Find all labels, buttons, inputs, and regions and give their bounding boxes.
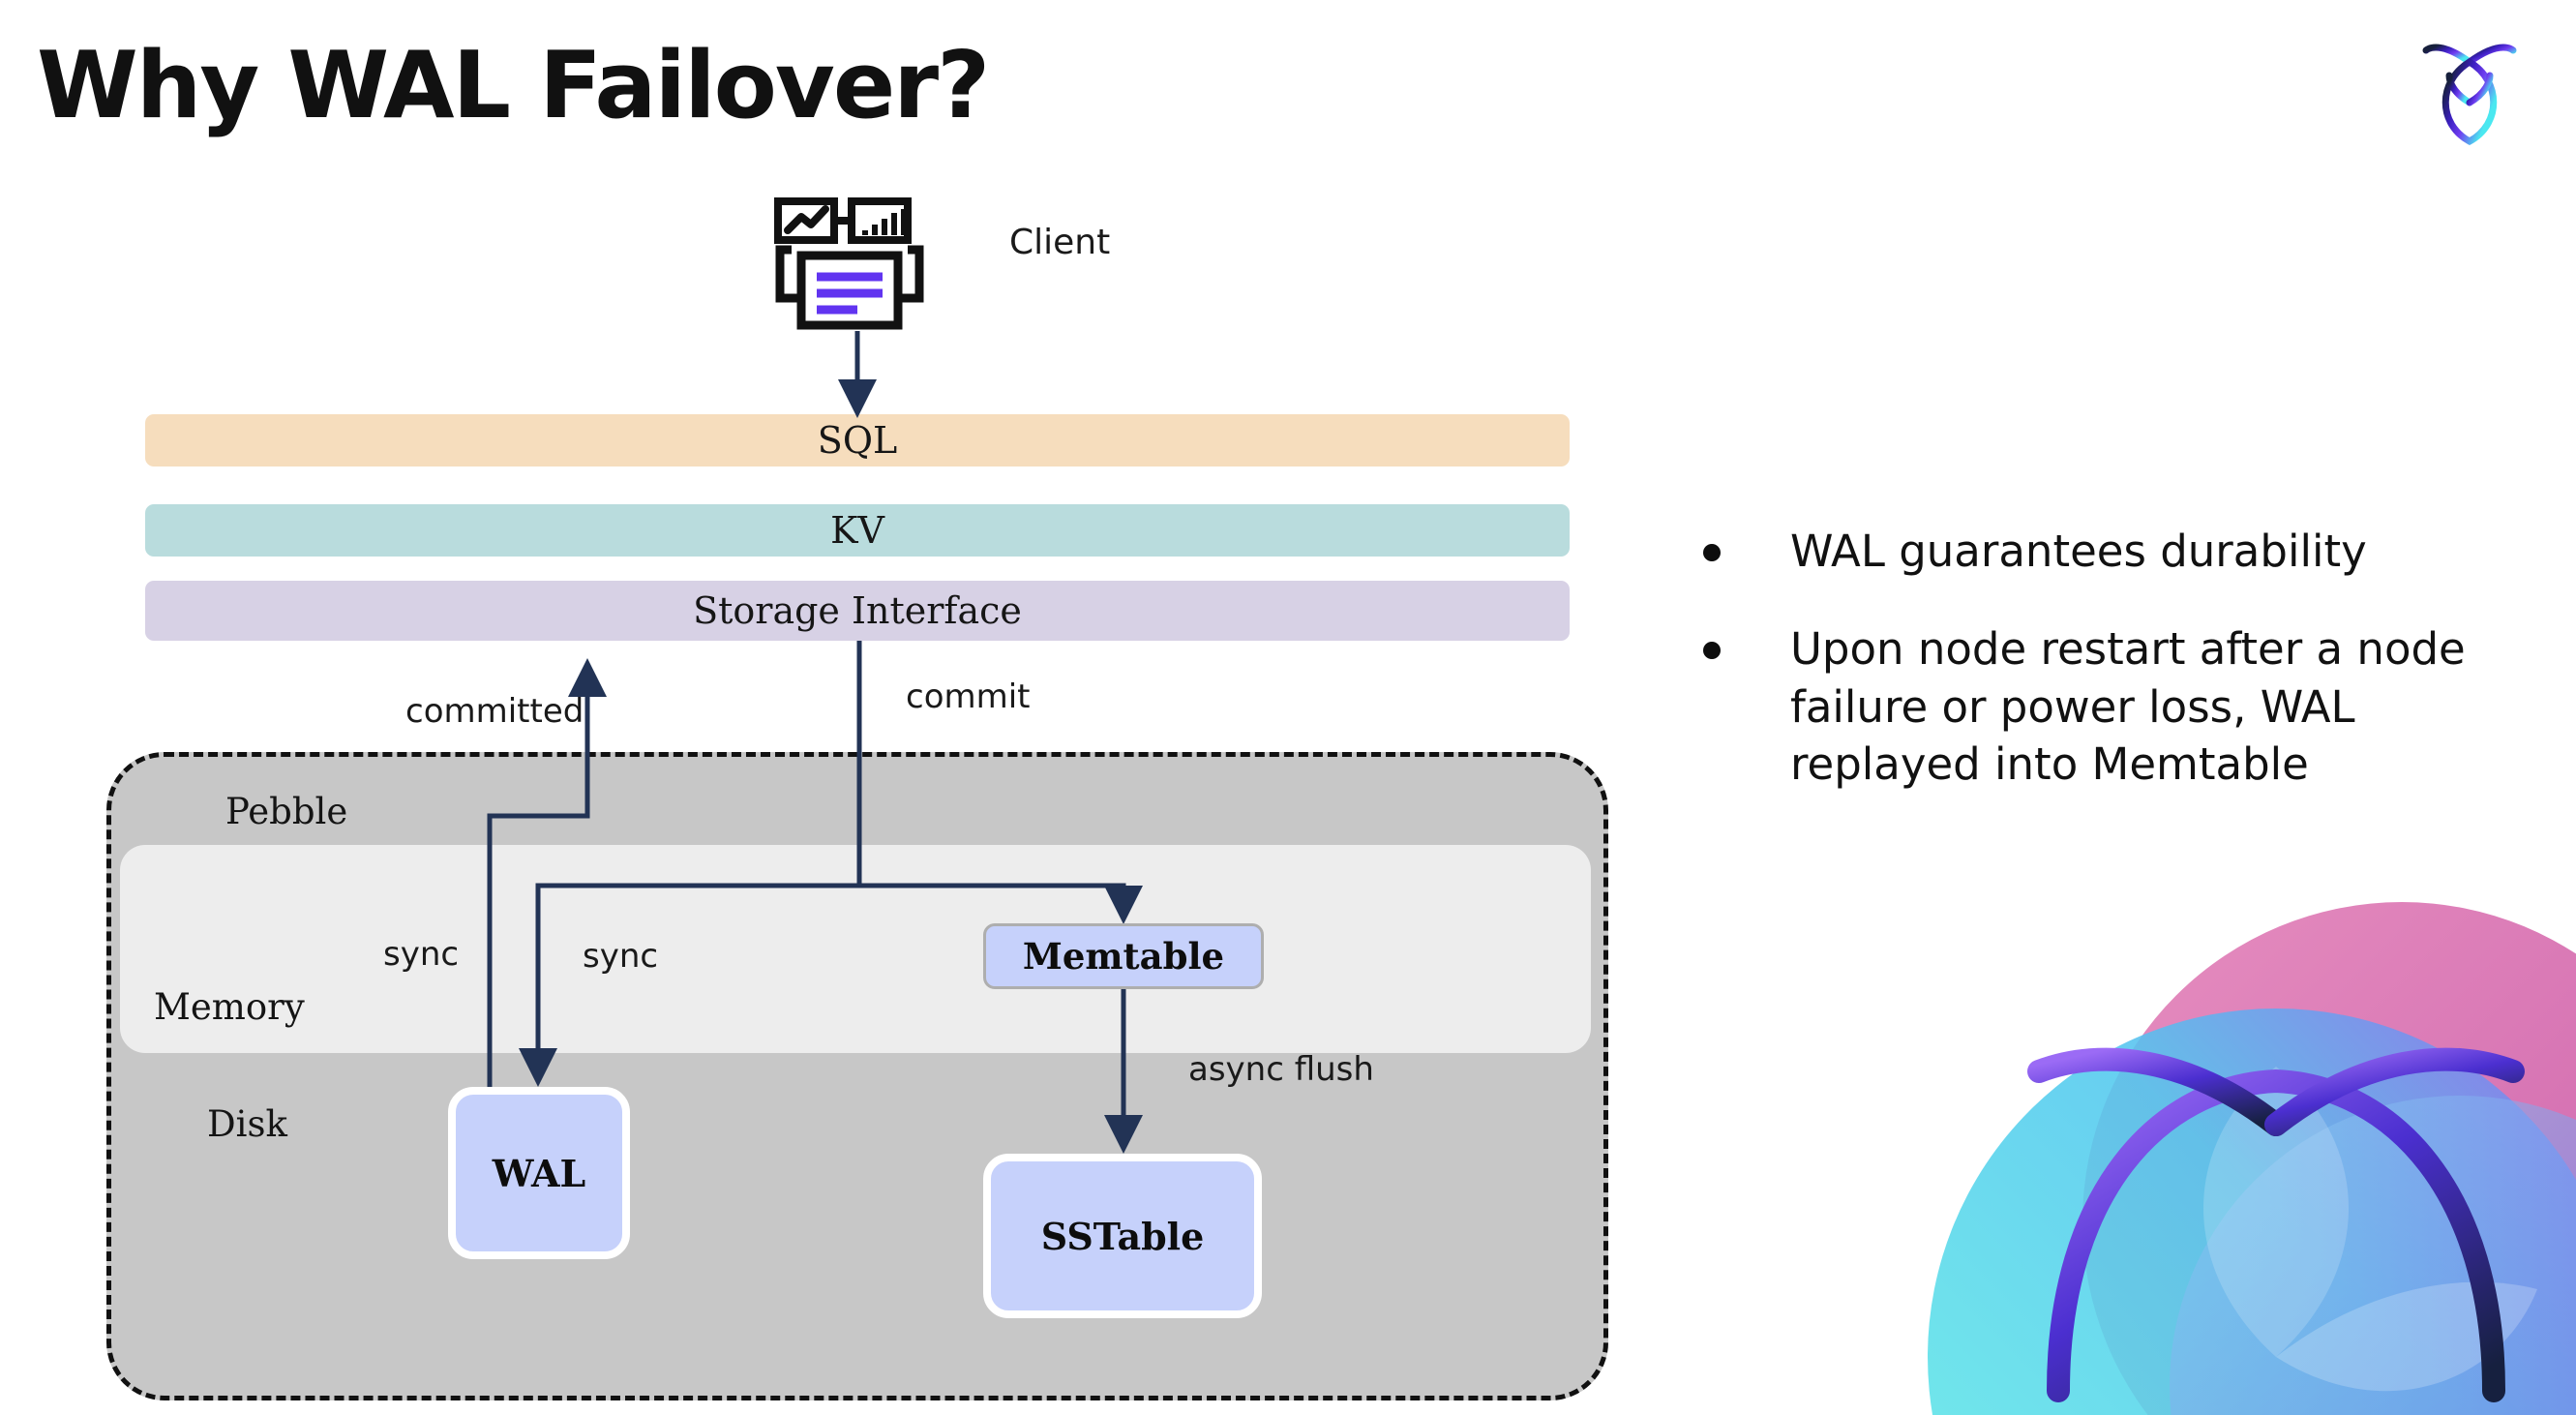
layer-bar-sql[interactable]: SQL xyxy=(145,414,1570,467)
list-item: WAL guarantees durability xyxy=(1703,523,2506,580)
node-wal[interactable]: WAL xyxy=(448,1087,630,1259)
node-label-memtable: Memtable xyxy=(1022,935,1225,978)
layer-bar-kv[interactable]: KV xyxy=(145,504,1570,557)
edge-label-sync-left: sync xyxy=(383,935,460,974)
layer-label-kv: KV xyxy=(830,509,884,552)
bullet-list: WAL guarantees durability Upon node rest… xyxy=(1703,523,2506,834)
layer-label-sql: SQL xyxy=(817,419,898,462)
pebble-label: Pebble xyxy=(225,791,348,832)
edge-label-async-flush: async flush xyxy=(1188,1050,1374,1089)
node-memtable[interactable]: Memtable xyxy=(983,923,1264,989)
node-sstable[interactable]: SSTable xyxy=(983,1154,1262,1318)
client-devices-icon xyxy=(774,197,924,330)
page-title: Why WAL Failover? xyxy=(37,33,990,139)
decorative-logo-artwork xyxy=(1928,902,2576,1415)
list-item: Upon node restart after a node failure o… xyxy=(1703,620,2506,793)
bullet-dot-icon xyxy=(1703,544,1721,561)
bullet-dot-icon xyxy=(1703,642,1721,660)
cockroachdb-logo-icon xyxy=(2422,44,2517,145)
layer-bar-storage-interface[interactable]: Storage Interface xyxy=(145,581,1570,641)
node-label-sstable: SSTable xyxy=(1040,1214,1205,1258)
client-label: Client xyxy=(1009,223,1111,262)
node-label-wal: WAL xyxy=(492,1151,586,1195)
edge-label-sync-right: sync xyxy=(583,937,659,976)
disk-label: Disk xyxy=(207,1103,287,1145)
memory-region xyxy=(120,845,1591,1053)
bullet-text: WAL guarantees durability xyxy=(1790,526,2367,577)
edge-label-commit: commit xyxy=(906,677,1031,716)
bullet-text: Upon node restart after a node failure o… xyxy=(1790,623,2466,791)
edge-label-committed: committed xyxy=(405,692,584,731)
memory-label: Memory xyxy=(154,986,305,1028)
layer-label-storage-interface: Storage Interface xyxy=(693,589,1022,632)
